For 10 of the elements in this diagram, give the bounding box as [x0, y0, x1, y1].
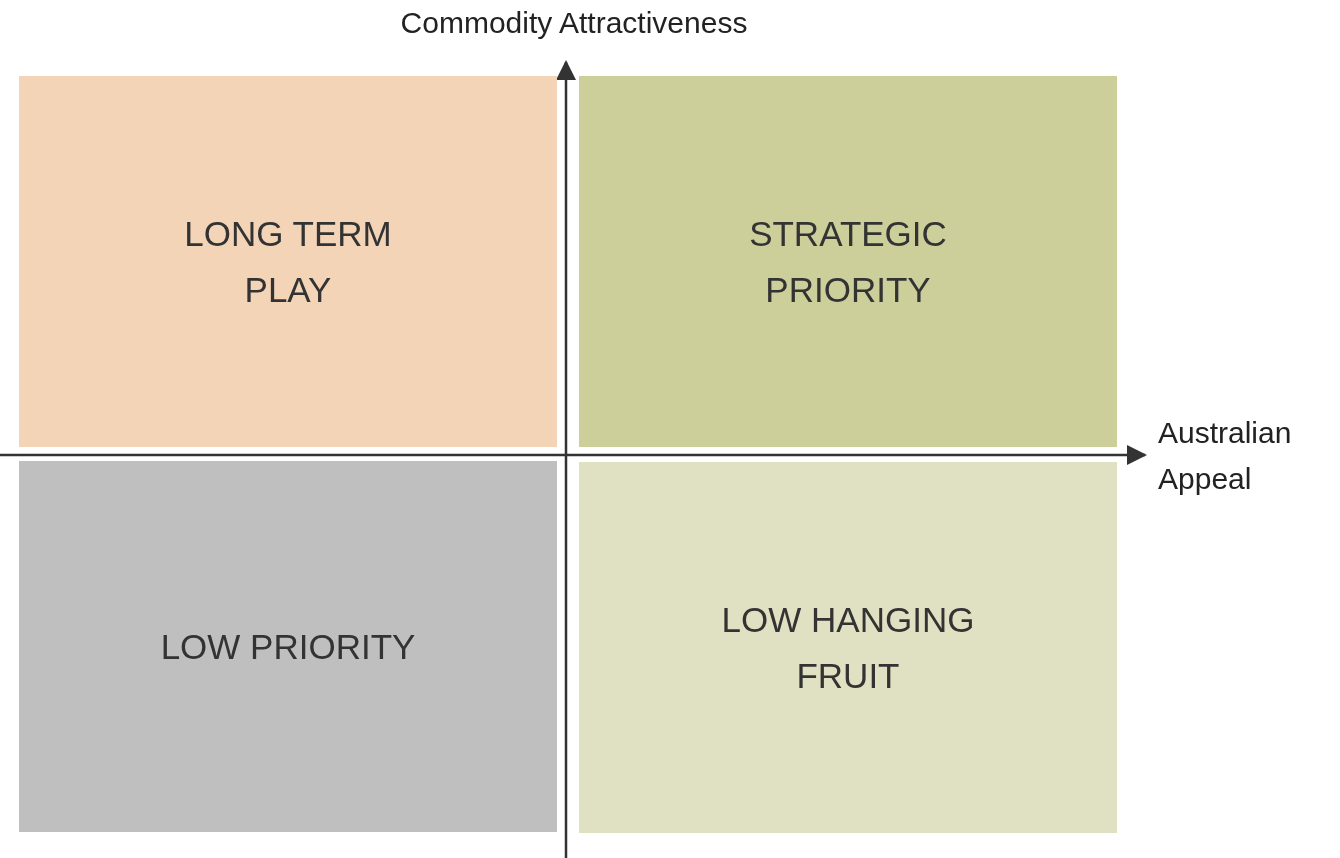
quadrant-label: LOW PRIORITY	[159, 625, 417, 668]
axis-label: Commodity Attractiveness	[399, 5, 749, 41]
quadrant-label: LONG TERM PLAY	[183, 212, 393, 311]
quadrant-box	[579, 462, 1117, 833]
quadrant-box	[579, 76, 1117, 447]
quadrant-label: STRATEGIC PRIORITY	[748, 212, 948, 311]
quadrant-label: LOW HANGING FRUIT	[720, 598, 976, 697]
quadrant-box	[19, 461, 557, 832]
axis-label: Australian Appeal	[1158, 415, 1293, 497]
quadrant-box	[19, 76, 557, 447]
